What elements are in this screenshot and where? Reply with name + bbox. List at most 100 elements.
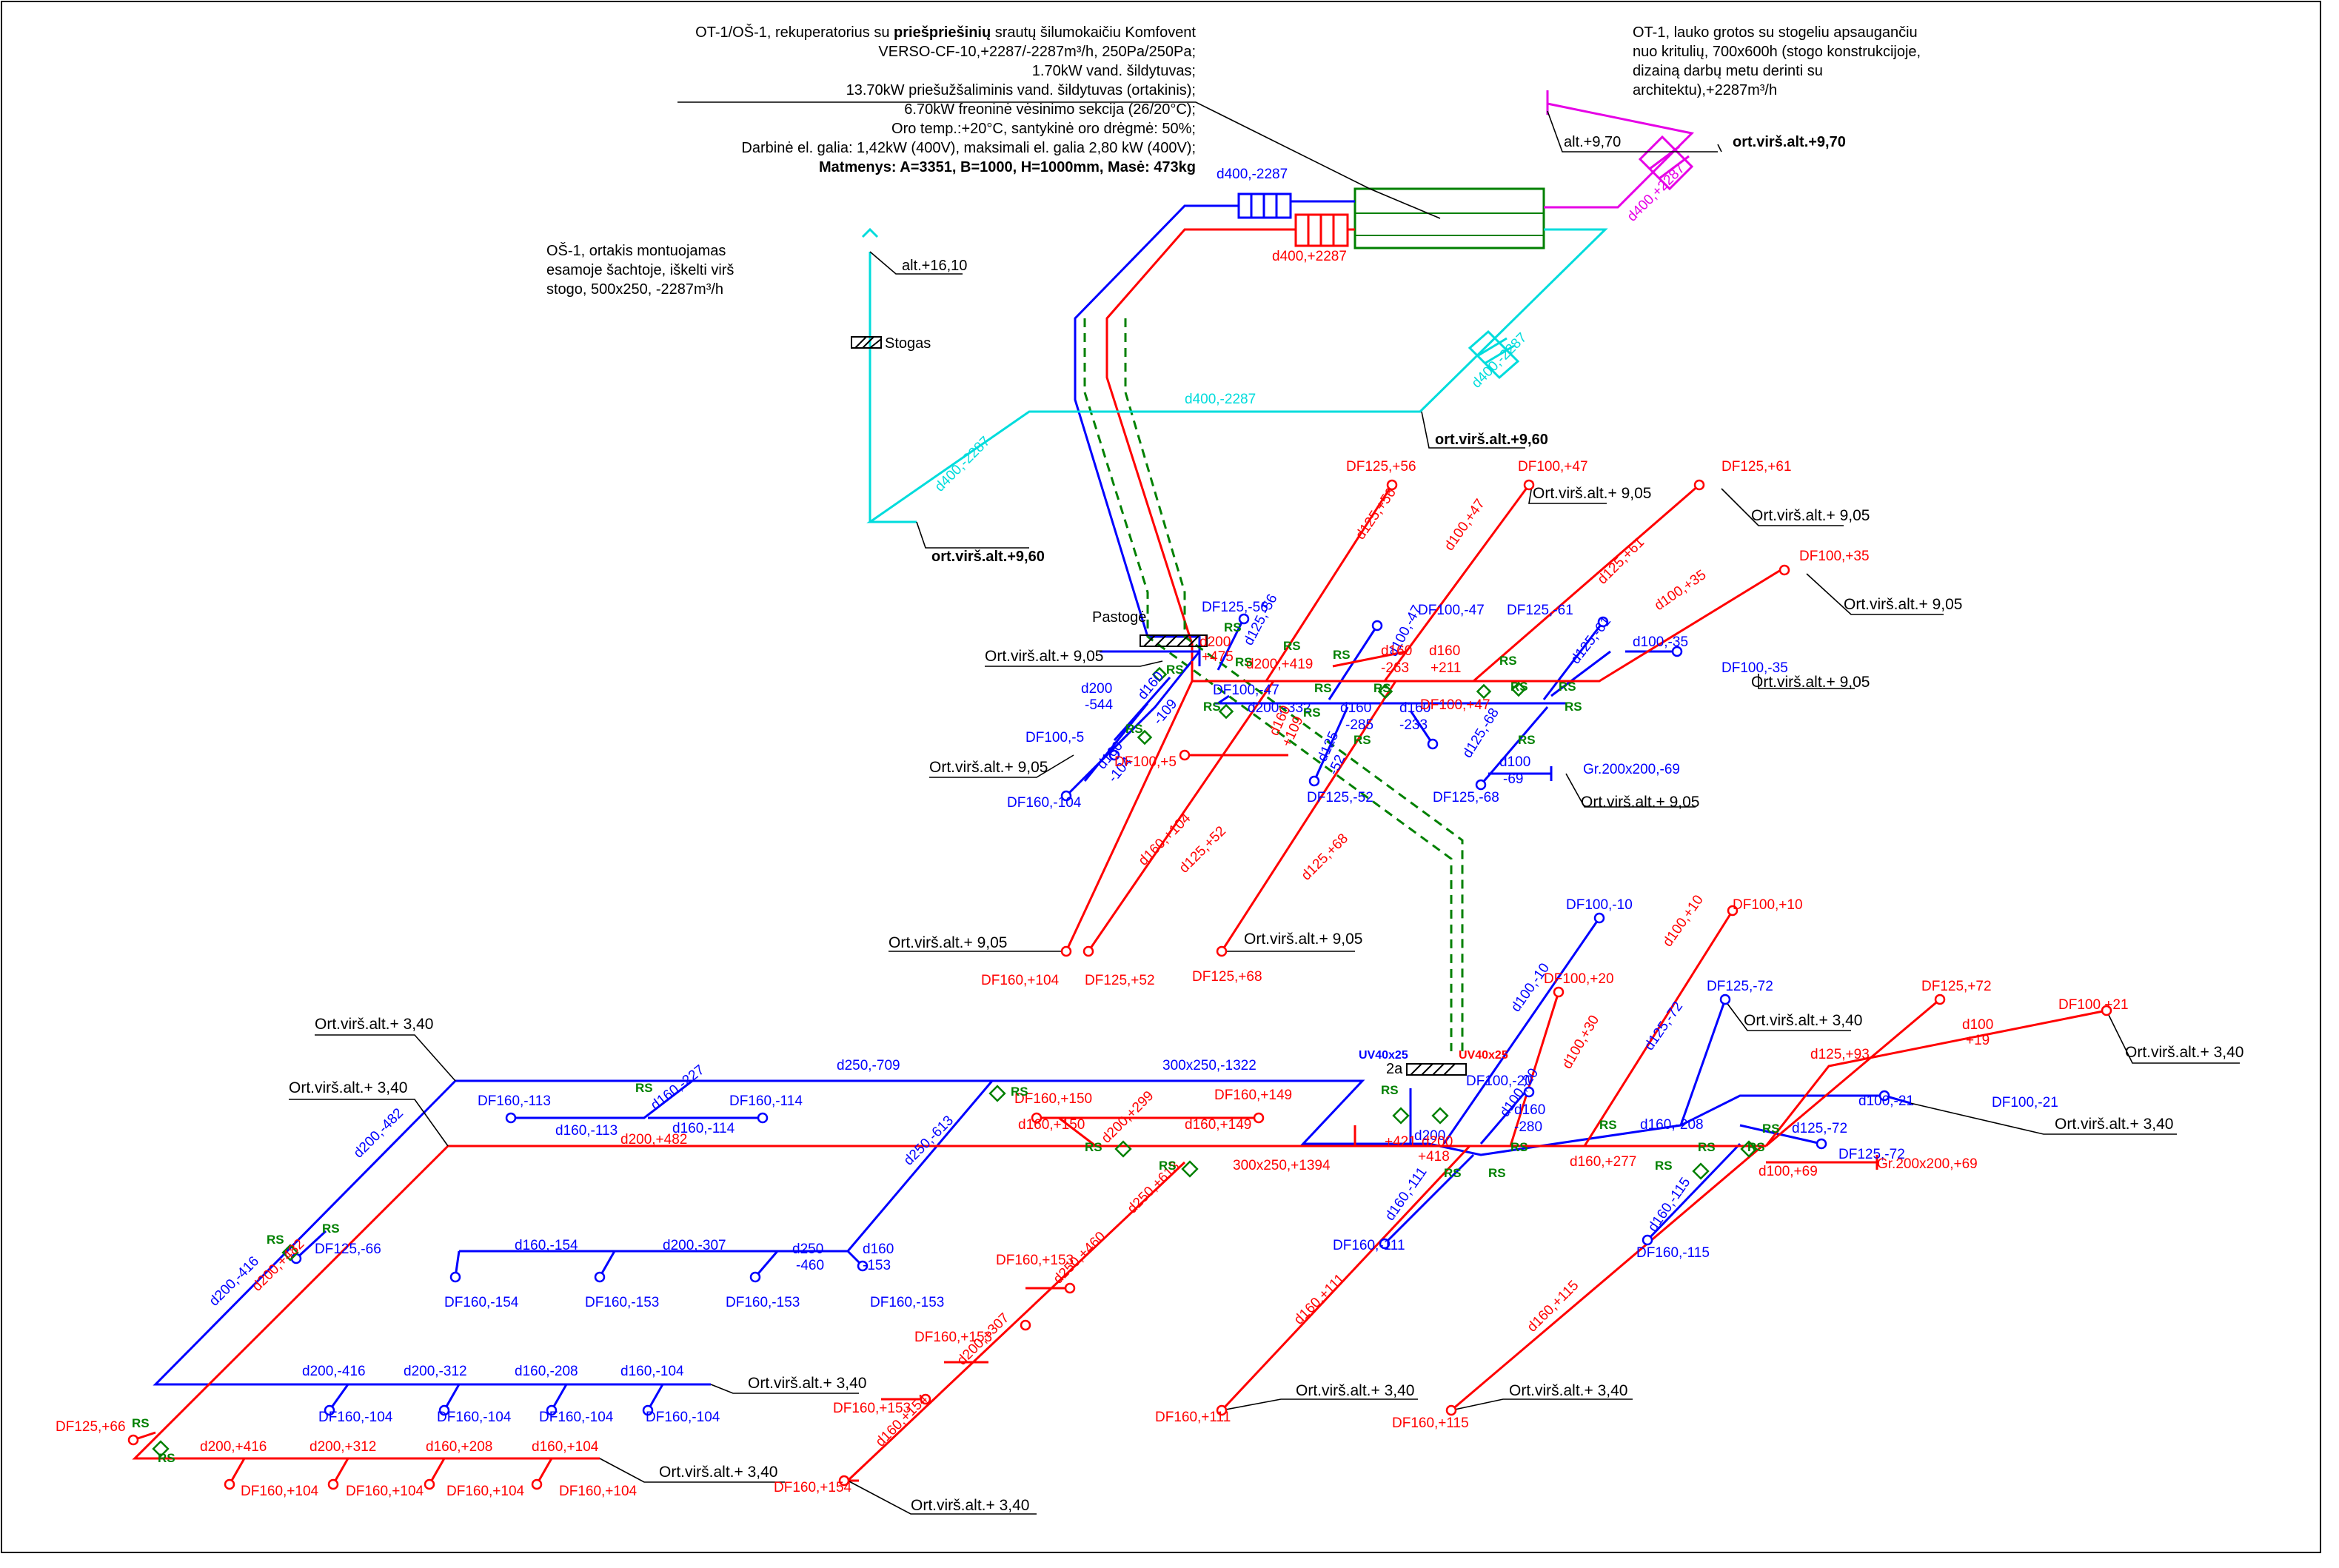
- blue-duct-label: -233: [1399, 717, 1428, 733]
- blue-duct-label: DF100,-5: [1025, 730, 1084, 746]
- green-duct-label: RS: [1314, 681, 1332, 695]
- red-duct-label: d200: [1422, 1134, 1453, 1150]
- blue-duct-label: DF160,-104: [318, 1410, 393, 1425]
- blue-duct-label: DF160,-114: [729, 1093, 803, 1109]
- red-duct-label: d100: [1962, 1017, 1993, 1033]
- black-duct-label: Ort.virš.alt.+ 9,05: [1751, 674, 1870, 691]
- red-duct-label: d200,+419: [1246, 657, 1313, 672]
- blue-duct-label: d250: [792, 1242, 823, 1257]
- blue-duct-label: d250,-709: [837, 1058, 900, 1073]
- ahu-note-line-3: 1.70kW vand. šildytuvas;: [1032, 63, 1196, 79]
- green-duct-label: RS: [1762, 1122, 1780, 1136]
- red-duct-label: -263: [1381, 660, 1409, 676]
- green-duct-label: RS: [1499, 654, 1517, 668]
- blue-duct-label: d160,-227: [648, 1062, 707, 1113]
- blue-duct-label: d160: [1514, 1102, 1545, 1118]
- grille-note-line-4: architektu),+2287m³/h: [1633, 82, 1777, 98]
- blue-duct-label: d200: [1081, 681, 1112, 697]
- red-duct-label: +475: [1202, 649, 1234, 665]
- blue-duct-label: DF100,-21: [1992, 1095, 2058, 1110]
- red-duct-label: +421: [1385, 1134, 1416, 1150]
- ground-hatch: [1406, 1063, 1467, 1076]
- ahu-note-line-5: 6.70kW freoninė vėsinimo sekcija (26/20°…: [904, 101, 1196, 118]
- intake-duct: [1544, 90, 1695, 209]
- grille-description: OT-1, lauko grotos su stogeliu apsauganč…: [1633, 24, 1921, 98]
- red-duct-label: DF160,+115: [1392, 1415, 1469, 1431]
- point-2a-label: 2a: [1386, 1061, 1403, 1077]
- red-duct-label: DF125,+68: [1192, 969, 1262, 985]
- red-duct-label: d160,+150: [1018, 1117, 1085, 1133]
- shaft-note-line-2: esamoje šachtoje, iškelti virš: [546, 262, 734, 278]
- level-labels: alt.+16,10 alt.+9,70 ort.virš.alt.+9,70 …: [885, 134, 1846, 1077]
- ahu-note-line-6: Oro temp.:+20°C, santykinė oro drėgmė: 5…: [891, 121, 1196, 137]
- red-duct-label: d160,+111: [1291, 1271, 1348, 1328]
- blue-duct-label: d200,-332: [1248, 700, 1311, 716]
- red-duct-label: DF160,+111: [1155, 1410, 1231, 1425]
- red-duct-label: d160: [1381, 643, 1412, 659]
- ahu-note-line-1: OT-1/OŠ-1, rekuperatorius su priešprieši…: [695, 24, 1196, 41]
- green-duct-label: RS: [1381, 1083, 1399, 1097]
- shaft-note-line-1: OŠ-1, ortakis montuojamas: [546, 242, 726, 259]
- black-duct-label: Ort.virš.alt.+ 3,40: [1296, 1382, 1414, 1399]
- blue-duct-label: -285: [1345, 717, 1373, 733]
- pastoge-label: Pastogė: [1092, 609, 1146, 626]
- green-duct-label: RS: [1599, 1118, 1617, 1132]
- blue-duct-label: d100,-10: [1508, 960, 1553, 1014]
- exhaust-damper: [1468, 329, 1520, 380]
- diffusers-red: [127, 479, 2112, 1490]
- green-duct-label: RS: [1518, 733, 1536, 747]
- red-duct-label: DF160,+154: [774, 1480, 852, 1495]
- ort-9-60-left-label: ort.virš.alt.+9,60: [931, 549, 1045, 565]
- lower-floor-extract: [153, 917, 1911, 1411]
- green-duct-label: RS: [1333, 648, 1351, 662]
- damper-regulators: [152, 666, 1758, 1458]
- red-duct-label: DF100,+21: [2058, 997, 2129, 1013]
- red-duct-label: DF100,+5: [1114, 754, 1177, 770]
- green-duct-label: RS: [1565, 700, 1582, 714]
- blue-duct-label: DF125,-52: [1307, 790, 1373, 805]
- blue-duct-label: d200: [1414, 1128, 1445, 1144]
- blue-duct-label: d160,-114: [672, 1121, 735, 1136]
- green-duct-label: RS: [1655, 1159, 1673, 1173]
- blue-duct-label: DF160,-153: [726, 1295, 800, 1310]
- blue-duct-label: DF125,-72: [1838, 1147, 1905, 1162]
- green-duct-label: RS: [1125, 722, 1143, 736]
- green-duct-label: RS: [1510, 1140, 1528, 1154]
- blue-duct-label: DF160,-104: [437, 1410, 512, 1425]
- red-duct-label: DF160,+150: [1014, 1091, 1092, 1107]
- red-duct-label: d160,+208: [426, 1439, 492, 1455]
- upper-floor-extract: [1065, 617, 1677, 797]
- red-duct-label: DF160,+153: [833, 1401, 911, 1416]
- cyan-duct-label: d400,-2287: [932, 434, 994, 495]
- blue-duct-label: d125,-68: [1459, 706, 1502, 761]
- blue-duct-label: DF100,-47: [1213, 683, 1279, 698]
- red-duct-label: DF100,+47: [1420, 697, 1490, 713]
- red-duct-label: DF160,+153: [996, 1253, 1074, 1268]
- blue-duct-label: DF160,-153: [585, 1295, 659, 1310]
- ahu-filter-blue: [1237, 192, 1292, 219]
- red-duct-label: DF100,+20: [1544, 971, 1614, 987]
- ort-9-60-right-label: ort.virš.alt.+9,60: [1435, 432, 1548, 448]
- red-duct-label: DF160,+104: [981, 973, 1060, 988]
- red-duct-label: d160: [1429, 643, 1460, 659]
- black-duct-label: Ort.virš.alt.+ 3,40: [289, 1079, 407, 1096]
- blue-duct-label: d160,-113: [555, 1123, 618, 1139]
- red-duct-label: +211: [1430, 660, 1461, 676]
- blue-duct-label: DF100,-20: [1466, 1073, 1533, 1089]
- blue-duct-label: DF160,-113: [478, 1093, 551, 1109]
- red-duct-label: d125,+93: [1810, 1047, 1870, 1062]
- black-duct-label: Ort.virš.alt.+ 3,40: [1509, 1382, 1627, 1399]
- grille-note-line-1: OT-1, lauko grotos su stogeliu apsauganč…: [1633, 24, 1918, 41]
- red-duct-label: DF125,+61: [1721, 459, 1792, 475]
- black-duct-label: Ort.virš.alt.+ 3,40: [1744, 1012, 1862, 1029]
- blue-duct-label: DF160,-153: [870, 1295, 944, 1310]
- blue-duct-label: DF125,-61: [1507, 603, 1573, 618]
- blue-duct-label: d200,-307: [663, 1238, 726, 1253]
- green-duct-label: RS: [1698, 1140, 1716, 1154]
- black-duct-label: Ort.virš.alt.+ 9,05: [1244, 931, 1362, 948]
- red-duct-label: DF160,+104: [346, 1484, 424, 1499]
- blue-duct-label: DF160,-104: [1007, 795, 1082, 811]
- leader-lines: [677, 101, 1944, 952]
- ahu-note-line-4: 13.70kW priešužšaliminis vand. šildytuva…: [846, 82, 1196, 98]
